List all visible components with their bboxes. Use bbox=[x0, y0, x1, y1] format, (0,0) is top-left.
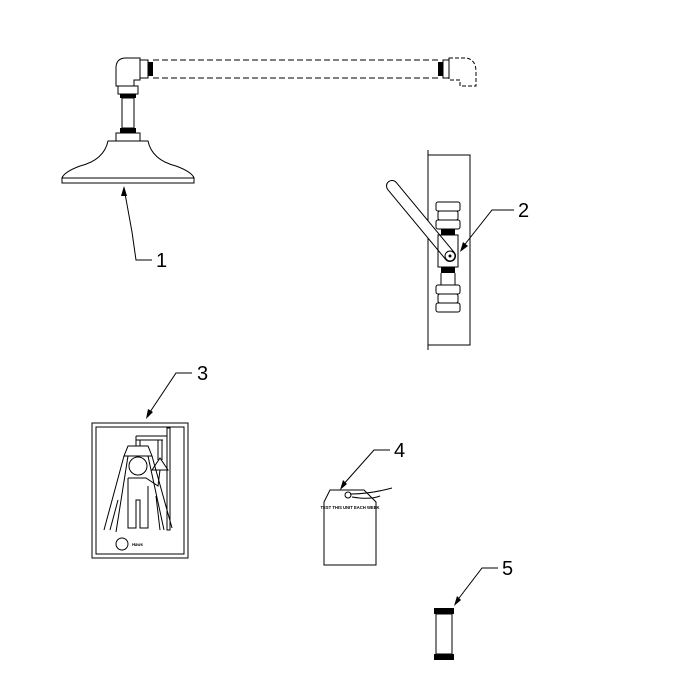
callout-number-3: 3 bbox=[197, 363, 208, 385]
pipe-nipple bbox=[434, 608, 454, 660]
callout-number-5: 5 bbox=[502, 558, 513, 580]
callout-1: 1 bbox=[121, 186, 167, 272]
emergency-shower-sign: Haws bbox=[91, 422, 189, 559]
callout-3: 3 bbox=[146, 363, 208, 419]
callout-4: 4 bbox=[340, 440, 405, 490]
inspection-tag: TEST THIS UNIT EACH WEEK bbox=[320, 487, 393, 566]
valve-assembly bbox=[386, 150, 471, 350]
tag-text: TEST THIS UNIT EACH WEEK bbox=[320, 505, 379, 510]
callout-2: 2 bbox=[460, 200, 529, 252]
callout-number-4: 4 bbox=[394, 440, 405, 462]
callout-number-1: 1 bbox=[156, 250, 167, 272]
svg-text:Haws: Haws bbox=[132, 542, 144, 547]
callout-number-2: 2 bbox=[518, 200, 529, 222]
callout-5: 5 bbox=[454, 558, 513, 606]
shower-head-assembly bbox=[61, 57, 477, 184]
